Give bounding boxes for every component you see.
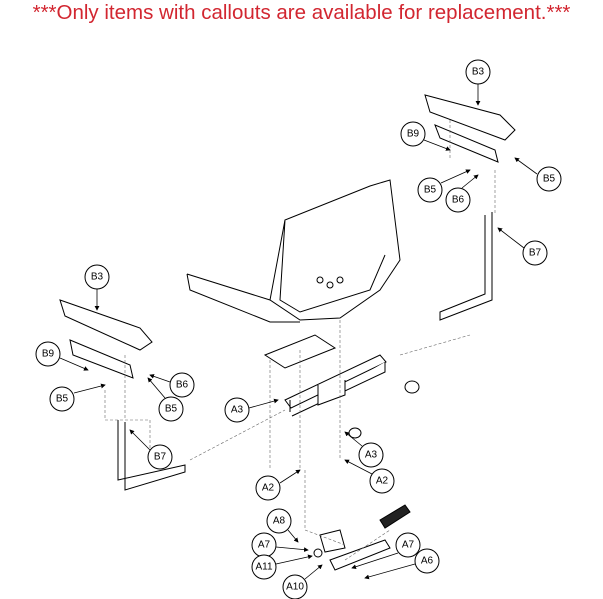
svg-text:A8: A8: [273, 516, 286, 527]
svg-text:B5: B5: [543, 174, 556, 185]
seat-mount-frame: [263, 334, 420, 439]
callout-a3-right: A3: [358, 442, 384, 468]
callout-a10: A10: [282, 574, 308, 599]
svg-text:B6: B6: [452, 195, 465, 206]
left-armrest: [59, 299, 186, 491]
callout-b7-right: B7: [522, 240, 548, 266]
callouts: B3 B9 B5 B5 B6 B7 B3 B9 B6 B5 B5 B7 A3 A…: [35, 59, 562, 599]
callout-a8: A8: [266, 508, 292, 534]
callout-b3-left: B3: [84, 264, 110, 290]
svg-text:B5: B5: [424, 185, 437, 196]
callout-a7-left: A7: [251, 532, 277, 558]
callout-b5-right-outer: B5: [536, 166, 562, 192]
callout-b3-right: B3: [465, 59, 491, 85]
callout-a7-right: A7: [395, 532, 421, 558]
svg-text:A2: A2: [376, 476, 389, 487]
callout-b5-left-outer: B5: [49, 386, 75, 412]
svg-text:A3: A3: [231, 405, 244, 416]
dashed-alignment-lines: [104, 120, 496, 561]
svg-text:B5: B5: [165, 404, 178, 415]
right-armrest: [424, 94, 516, 321]
seat-pan: [186, 179, 401, 323]
svg-text:A3: A3: [365, 450, 378, 461]
svg-text:B7: B7: [154, 452, 167, 463]
callout-a11: A11: [251, 554, 277, 580]
callout-b6-right: B6: [445, 187, 471, 213]
svg-text:B5: B5: [56, 394, 69, 405]
callout-a6: A6: [414, 548, 440, 574]
callout-b5-left-inner: B5: [158, 396, 184, 422]
callout-a2-right: A2: [369, 468, 395, 494]
replacement-notice: ***Only items with callouts are availabl…: [32, 1, 571, 24]
svg-text:B6: B6: [176, 380, 189, 391]
svg-text:A2: A2: [262, 483, 275, 494]
svg-text:A6: A6: [421, 556, 434, 567]
svg-text:A7: A7: [258, 540, 271, 551]
svg-text:B7: B7: [529, 248, 542, 259]
callout-b9-right: B9: [400, 121, 426, 147]
callout-b5-right-inner: B5: [417, 177, 443, 203]
leader-arrows: [59, 84, 538, 580]
lower-bracket-assembly: [313, 504, 411, 571]
callout-b7-left: B7: [147, 444, 173, 470]
callout-a2-left: A2: [255, 475, 281, 501]
svg-text:A7: A7: [402, 540, 415, 551]
callout-b9-left: B9: [35, 341, 61, 367]
callout-b6-left: B6: [169, 372, 195, 398]
svg-text:A11: A11: [255, 562, 272, 573]
svg-text:B9: B9: [407, 129, 420, 140]
svg-text:B9: B9: [42, 349, 55, 360]
svg-text:B3: B3: [472, 67, 485, 78]
svg-text:A10: A10: [286, 582, 304, 593]
callout-a3-left: A3: [224, 397, 250, 423]
svg-text:B3: B3: [91, 272, 104, 283]
